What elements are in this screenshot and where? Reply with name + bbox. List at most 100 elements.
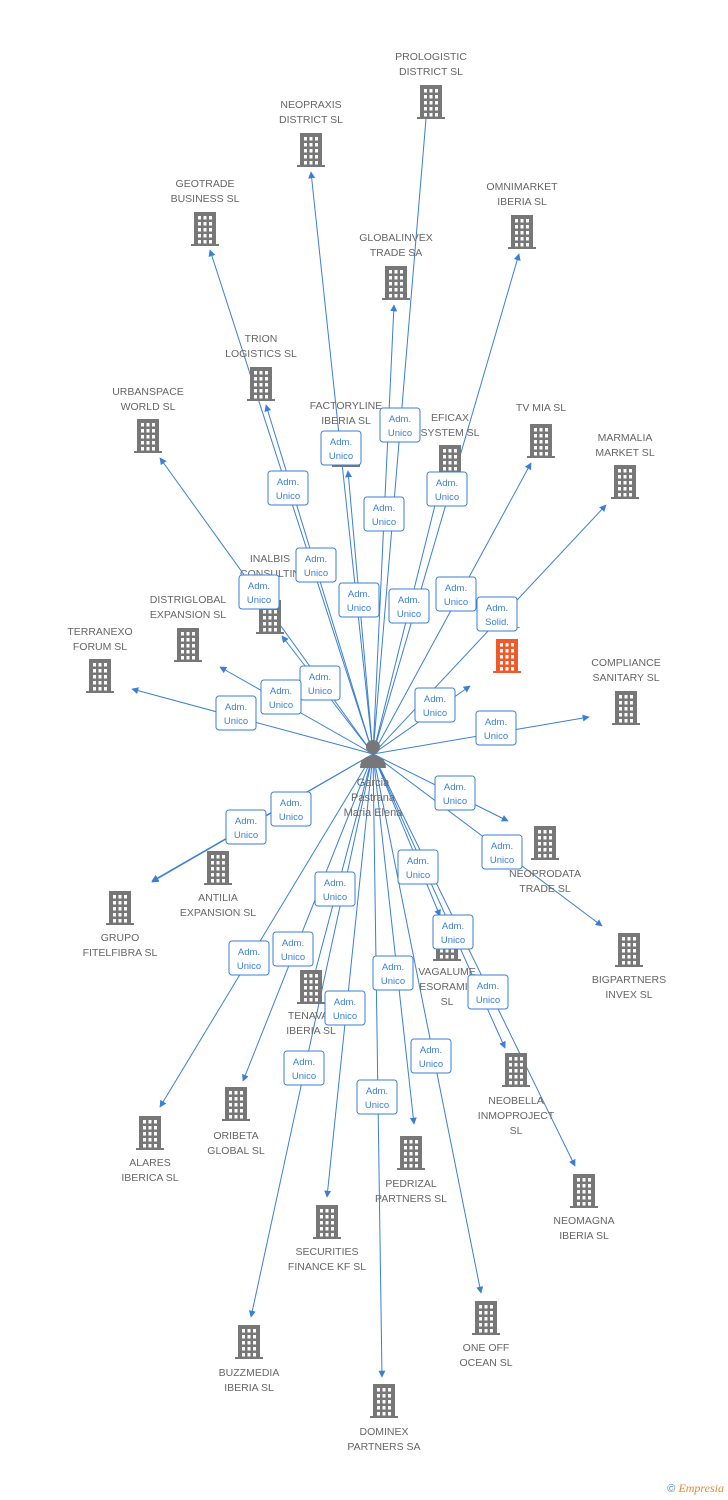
role-badge-line: Unico (476, 995, 500, 1006)
role-badge[interactable]: Adm.Unico (397, 849, 439, 885)
role-badge-line: Adm. (293, 1057, 315, 1068)
role-badge-line: Unico (224, 716, 248, 727)
edge-line (372, 753, 484, 1294)
role-badge[interactable]: Adm.Unico (356, 1079, 398, 1115)
role-badge-line: Unico (444, 597, 468, 608)
company-label-line: FITELFIBRA SL (83, 947, 158, 959)
role-badge[interactable]: Adm.Unico (363, 496, 405, 532)
role-badge[interactable]: Adm.Unico (215, 695, 257, 731)
role-badge[interactable]: Adm.Unico (338, 582, 380, 618)
role-badge[interactable]: Adm.Unico (388, 588, 430, 624)
building-icon (313, 1205, 341, 1239)
building-icon (527, 424, 555, 458)
role-badge-line: Unico (419, 1059, 443, 1070)
role-badge-line: Unico (308, 686, 332, 697)
company-label-line: PROLOGISTIC (395, 51, 467, 63)
role-badge[interactable]: Adm.Unico (414, 687, 456, 723)
company-label-line: COMPLIANCE (591, 657, 660, 669)
role-badge-line: Adm. (373, 503, 395, 514)
edge-line (372, 753, 386, 1378)
role-badge[interactable]: Adm.Unico (267, 470, 309, 506)
edge-line (372, 753, 417, 1125)
role-badge[interactable]: Adm.Unico (434, 775, 476, 811)
person-name-line-2: Pastrana (351, 792, 396, 804)
role-badge[interactable]: Adm.Unico (324, 990, 366, 1026)
role-badge[interactable]: Adm.Unico (272, 931, 314, 967)
role-badge[interactable]: Adm.Unico (270, 791, 312, 827)
person-name-line-3: Maria Elena (344, 807, 404, 819)
company-label-line: FINANCE KF SL (288, 1261, 366, 1273)
company-label-line: DISTRIGLOBAL (150, 594, 227, 606)
building-icon (472, 1301, 500, 1335)
building-icon (174, 628, 202, 662)
role-badge-line: Unico (443, 796, 467, 807)
role-badge[interactable]: Adm.Unico (295, 547, 337, 583)
building-icon (615, 933, 643, 967)
role-badge-line: Adm. (382, 962, 404, 973)
role-badge[interactable]: Adm.Solid. (476, 596, 518, 632)
role-badge[interactable]: Adm.Unico (225, 809, 267, 845)
role-badge-line: Unico (406, 870, 430, 881)
company-node[interactable]: TV MIA SL (516, 402, 566, 458)
role-badge[interactable]: Adm.Unico (299, 665, 341, 701)
role-badge-line: Adm. (334, 997, 356, 1008)
role-badge[interactable]: Adm.Unico (260, 679, 302, 715)
company-label-line: GLOBALINVEX (359, 232, 433, 244)
role-badge[interactable]: Adm.Unico (320, 430, 362, 466)
role-badge[interactable]: Adm.Unico (426, 471, 468, 507)
role-badge[interactable]: Adm.Unico (475, 710, 517, 746)
role-badge-line: Adm. (270, 686, 292, 697)
role-badge-line: Adm. (280, 798, 302, 809)
building-icon (493, 639, 521, 673)
role-badge[interactable]: Adm.Unico (238, 574, 280, 610)
role-badge[interactable]: Adm.Unico (283, 1050, 325, 1086)
edge-line (159, 753, 374, 1108)
building-icon (136, 1116, 164, 1150)
building-icon (191, 212, 219, 246)
role-badge-line: Unico (423, 708, 447, 719)
person-node[interactable]: Garcia Pastrana Maria Elena (344, 740, 404, 819)
role-badge[interactable]: Adm.Unico (379, 407, 421, 443)
role-badge[interactable]: Adm.Unico (228, 940, 270, 976)
role-badge[interactable]: Adm.Unico (481, 834, 523, 870)
role-badge[interactable]: Adm.Unico (435, 576, 477, 612)
role-badge[interactable]: Adm.Unico (314, 871, 356, 907)
company-label-line: MARMALIA (598, 432, 653, 444)
company-label-line: GEOTRADE (176, 178, 235, 190)
footer-brand[interactable]: © Empresia (667, 1481, 724, 1496)
role-badge[interactable]: Adm.Unico (372, 955, 414, 991)
role-badge[interactable]: Adm.Unico (432, 914, 474, 950)
role-badge[interactable]: Adm.Unico (467, 974, 509, 1010)
role-badges-layer: Adm.UnicoAdm.UnicoAdm.UnicoAdm.UnicoAdm.… (215, 407, 523, 1115)
company-label-line: TENAVAL (288, 1010, 334, 1022)
company-label-line: NEOMAGNA (553, 1215, 614, 1227)
role-badge[interactable]: Adm.Unico (410, 1038, 452, 1074)
